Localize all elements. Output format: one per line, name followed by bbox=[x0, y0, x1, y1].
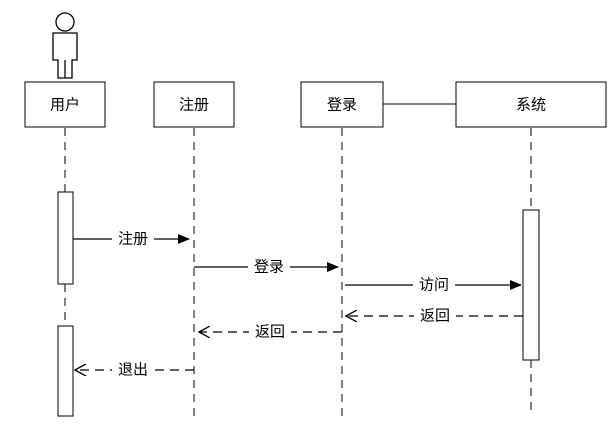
activation-user bbox=[57, 325, 74, 417]
participant-register: 注册 bbox=[153, 81, 235, 128]
message-label: 返回 bbox=[420, 307, 450, 325]
participant-label: 登录 bbox=[327, 96, 357, 114]
message-return-login: 返回 bbox=[199, 323, 342, 341]
activation-user bbox=[57, 191, 74, 285]
participant-system: 系统 bbox=[455, 81, 607, 128]
message-login: 登录 bbox=[194, 258, 339, 276]
participant-user: 用户 bbox=[24, 81, 106, 128]
participant-label: 注册 bbox=[179, 96, 209, 114]
message-label: 返回 bbox=[255, 323, 285, 341]
participant-label: 用户 bbox=[50, 96, 80, 114]
message-label: 注册 bbox=[118, 230, 148, 248]
message-label: 访问 bbox=[419, 276, 449, 294]
message-return-system: 返回 bbox=[346, 307, 523, 325]
message-label: 退出 bbox=[118, 361, 148, 379]
actor-icon bbox=[52, 12, 78, 79]
message-label: 登录 bbox=[254, 258, 284, 276]
message-register: 注册 bbox=[73, 230, 190, 248]
message-access: 访问 bbox=[345, 276, 522, 294]
participant-login: 登录 bbox=[300, 81, 384, 128]
message-exit: 退出 bbox=[75, 361, 194, 379]
activation-system bbox=[522, 209, 540, 361]
participant-label: 系统 bbox=[516, 96, 546, 114]
